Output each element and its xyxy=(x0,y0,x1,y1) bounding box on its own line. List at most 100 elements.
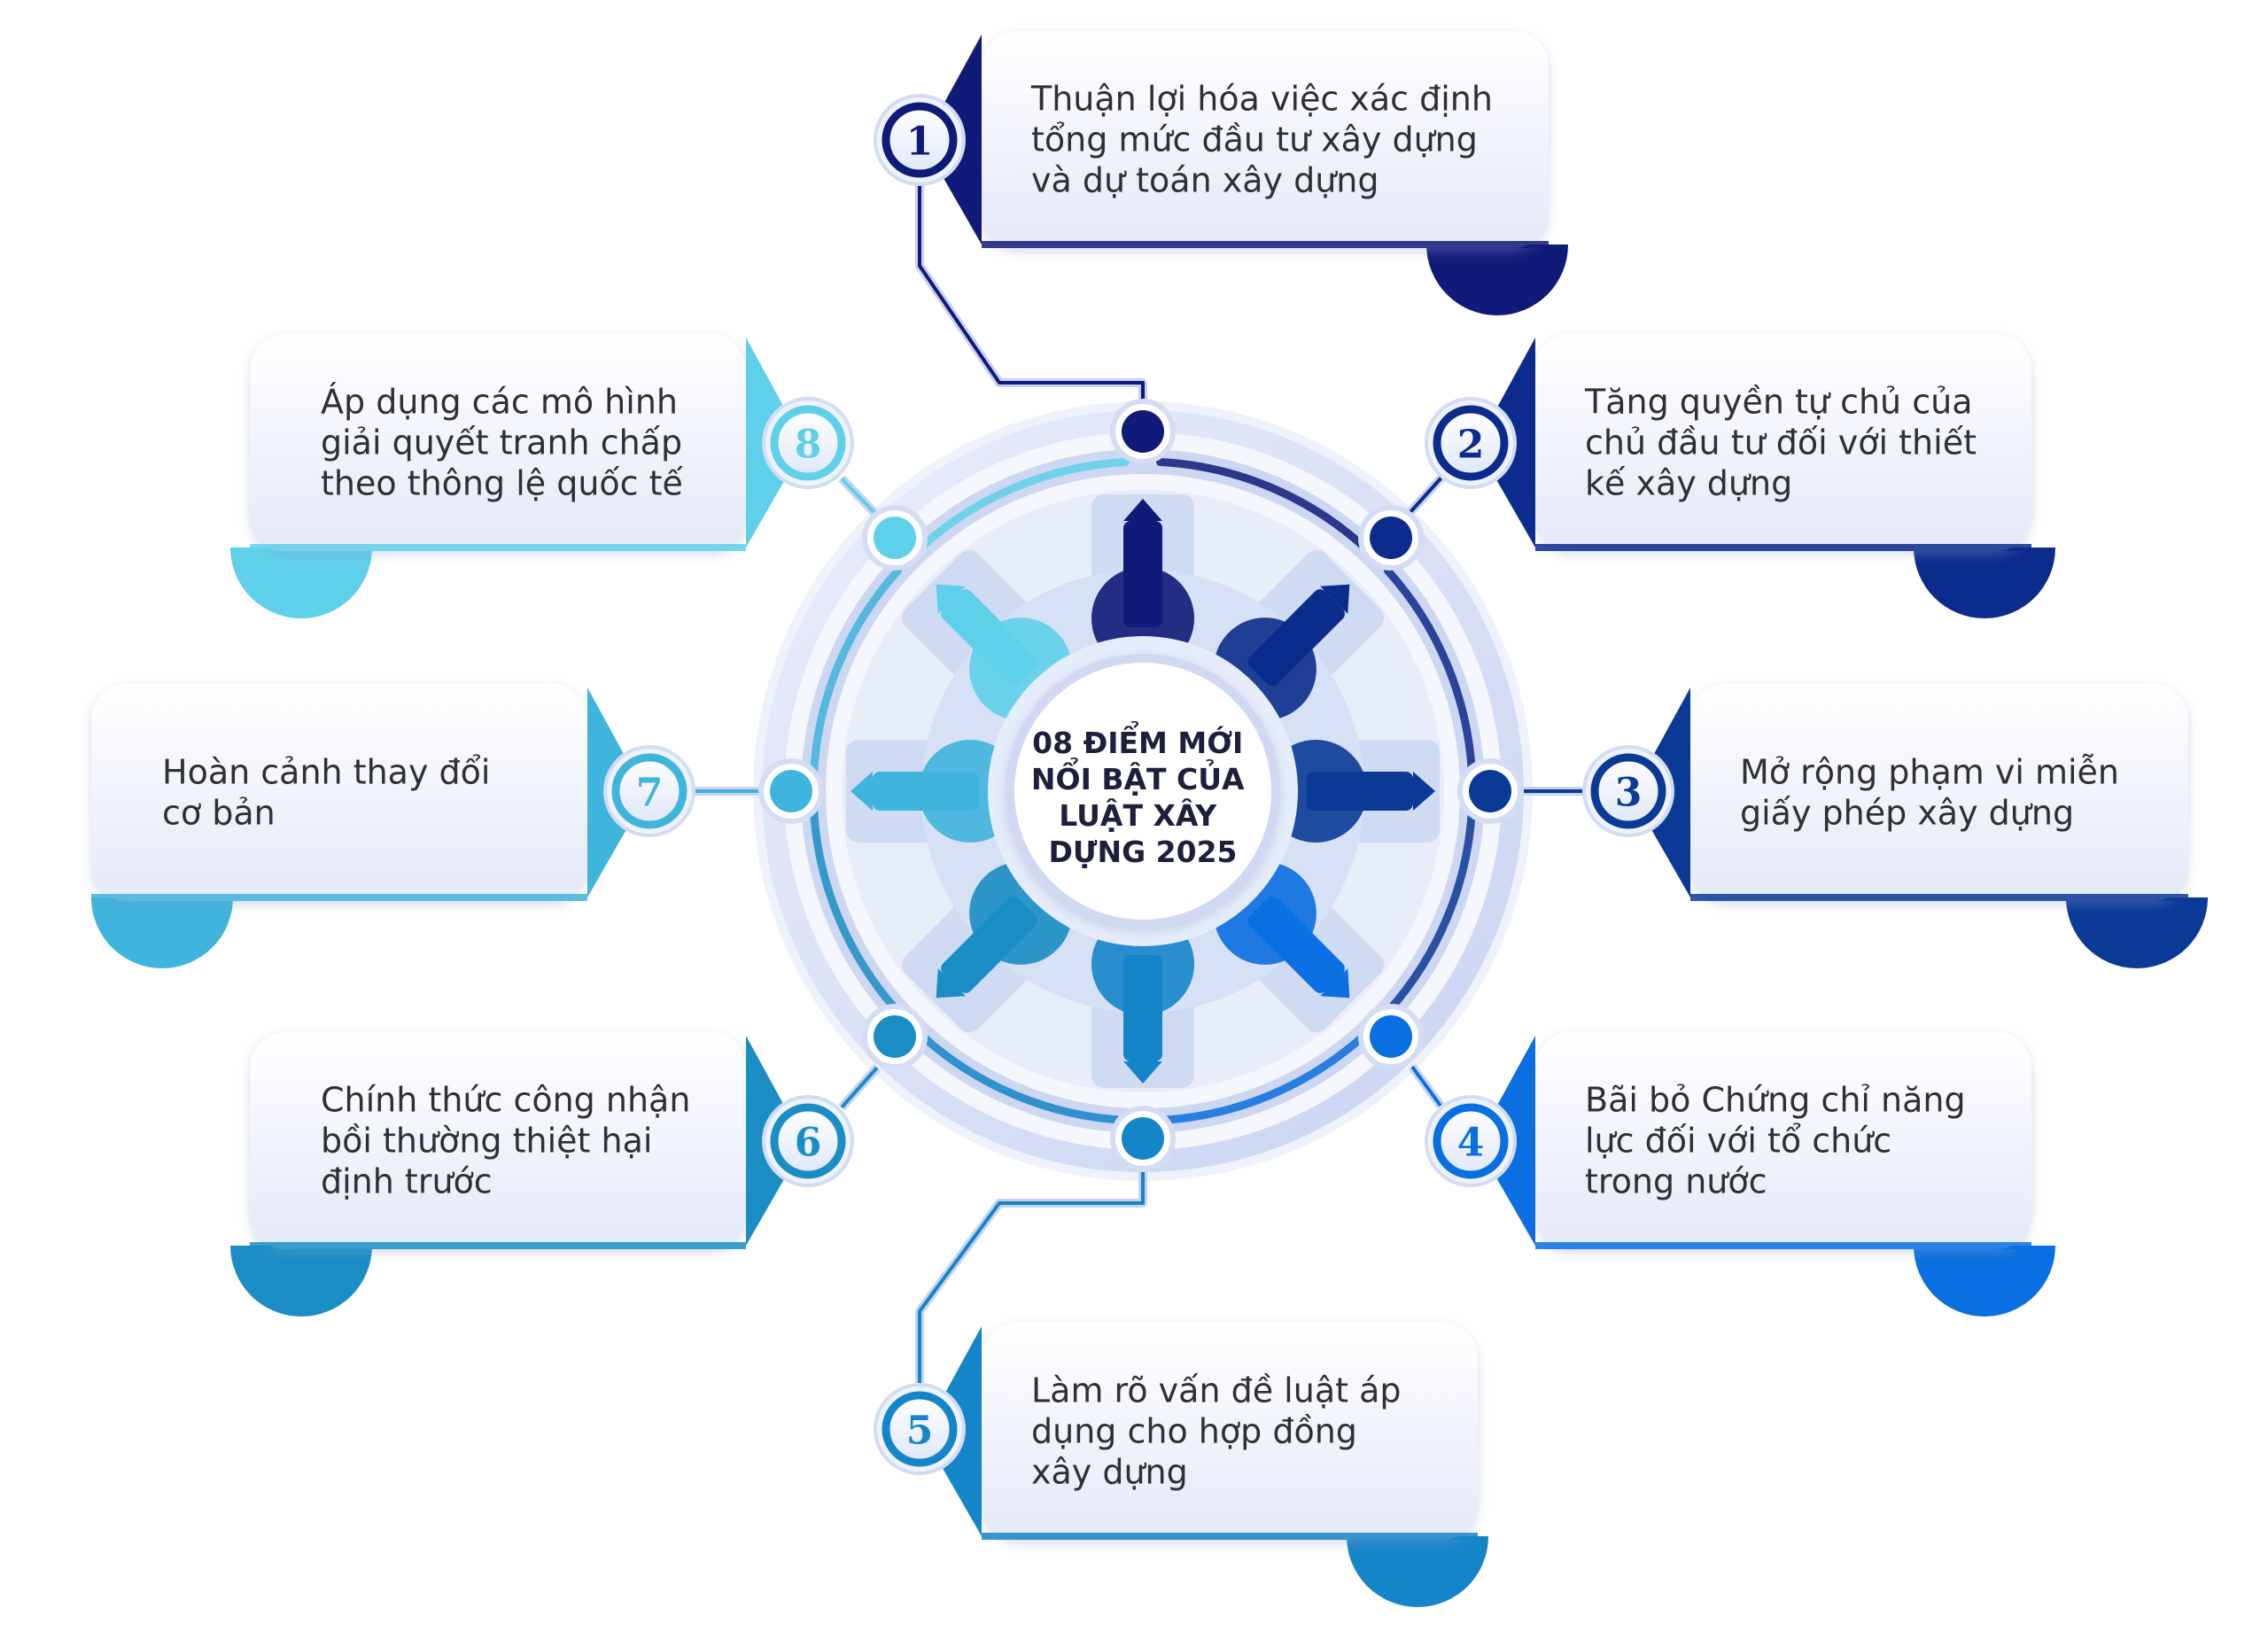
card-6-underline xyxy=(250,1242,746,1249)
card-7-tab xyxy=(91,897,233,968)
arc-segment-5 xyxy=(918,1031,1130,1124)
ring-node-2 xyxy=(1370,517,1412,559)
center-disc xyxy=(1006,654,1280,928)
card-8-line-1: Áp dụng các mô hình xyxy=(321,383,678,422)
card-2-line-3: kế xây dựng xyxy=(1585,464,1792,503)
ring-node-4 xyxy=(1370,1015,1412,1058)
arc-segment-3 xyxy=(1383,804,1476,1016)
connector-4 xyxy=(1410,1065,1442,1107)
center-title-line-4: DỰNG 2025 xyxy=(1048,835,1237,869)
ring-node-3 xyxy=(1469,770,1511,812)
arc-segment-7 xyxy=(810,566,903,779)
card-8-tab xyxy=(230,548,372,618)
card-6-line-1: Chính thức công nhận xyxy=(321,1081,690,1120)
center-title: 08 ĐIỂM MỚI NỔI BẬT CỦA LUẬT XÂY DỰNG 20… xyxy=(1031,720,1254,869)
arc-segment-6 xyxy=(810,804,903,1016)
card-1-tab xyxy=(1426,245,1568,315)
badge-2-number: 2 xyxy=(1457,423,1485,468)
card-4-line-3: trong nước xyxy=(1585,1162,1767,1201)
card-5-line-3: xây dựng xyxy=(1031,1453,1188,1492)
arc-segment-4 xyxy=(1155,1031,1368,1124)
ring-node-5 xyxy=(1122,1117,1164,1160)
card-5-line-1: Làm rõ vấn đề luật áp xyxy=(1031,1371,1402,1410)
connector-1 xyxy=(918,177,1145,408)
card-8-underline xyxy=(250,544,746,551)
badge-8-ring xyxy=(770,405,846,481)
badge-2-ring xyxy=(1433,405,1509,481)
card-1-line-3: và dự toán xây dựng xyxy=(1031,161,1379,200)
card-3-body xyxy=(1690,684,2188,901)
card-5-underline xyxy=(982,1533,1478,1540)
card-4-tab xyxy=(1914,1246,2055,1317)
card-6-line-3: định trước xyxy=(321,1162,493,1201)
card-5-body xyxy=(982,1323,1478,1540)
badge-3-number: 3 xyxy=(1615,771,1643,816)
connector-5 xyxy=(918,1168,1145,1391)
center-title-line-1: 08 ĐIỂM MỚI xyxy=(1032,720,1243,760)
badge-5-number: 5 xyxy=(906,1409,934,1454)
colored-arc-segments xyxy=(810,458,1476,1124)
card-4-underline xyxy=(1535,1242,2031,1249)
card-4-line-2: lực đối với tổ chức xyxy=(1585,1122,1891,1161)
card-4-line-1: Bãi bỏ Chứng chỉ năng xyxy=(1585,1081,1966,1120)
card-7-underline xyxy=(91,894,587,901)
card-3-tab xyxy=(2066,897,2208,968)
card-2-tab xyxy=(1914,548,2055,618)
card-7-line-2: cơ bản xyxy=(162,794,276,833)
connector-8 xyxy=(840,477,879,517)
connector-2 xyxy=(1409,475,1444,514)
arc-segment-2 xyxy=(1383,566,1476,779)
card-6-line-2: bồi thường thiệt hại xyxy=(321,1122,652,1161)
card-1-underline xyxy=(982,241,1549,248)
arc-segment-1 xyxy=(1155,458,1368,551)
card-3-line-1: Mở rộng phạm vi miễn xyxy=(1740,753,2119,792)
badge-6-number: 6 xyxy=(795,1121,822,1166)
badge-1-number: 1 xyxy=(906,120,934,165)
card-1-body xyxy=(982,31,1549,248)
ring-node-8 xyxy=(874,517,916,559)
card-6-body xyxy=(250,1032,746,1249)
center-title-line-2: NỔI BẬT CỦA xyxy=(1031,756,1245,796)
ring-node-1 xyxy=(1122,410,1164,453)
badge-8-number: 8 xyxy=(795,423,822,468)
card-1-line-2: tổng mức đầu tư xây dựng xyxy=(1031,120,1478,159)
badge-7-ring xyxy=(611,753,687,829)
badge-1-ring xyxy=(882,102,958,178)
card-2-line-2: chủ đầu tư đối với thiết xyxy=(1585,423,1977,462)
center-title-line-3: LUẬT XÂY xyxy=(1059,797,1217,833)
badge-5-ring xyxy=(882,1391,958,1467)
card-8-line-2: giải quyết tranh chấp xyxy=(321,423,682,462)
card-2-underline xyxy=(1535,544,2031,551)
card-7-body xyxy=(91,684,587,901)
badge-4-ring xyxy=(1433,1103,1509,1179)
card-8-line-3: theo thông lệ quốc tế xyxy=(321,464,684,503)
connector-6 xyxy=(840,1066,879,1109)
badge-7-number: 7 xyxy=(636,771,664,816)
card-2-body xyxy=(1535,334,2031,551)
card-5-line-2: dụng cho hợp đồng xyxy=(1031,1412,1357,1451)
badge-3-ring xyxy=(1590,753,1666,829)
card-2-line-1: Tăng quyền tự chủ của xyxy=(1584,383,1972,422)
card-6-tab xyxy=(230,1246,372,1317)
ring-nodes xyxy=(758,399,1523,1171)
card-3-line-2: giấy phép xây dựng xyxy=(1740,794,2074,833)
connector-lines xyxy=(693,177,1586,1391)
ring-node-6 xyxy=(874,1015,916,1058)
